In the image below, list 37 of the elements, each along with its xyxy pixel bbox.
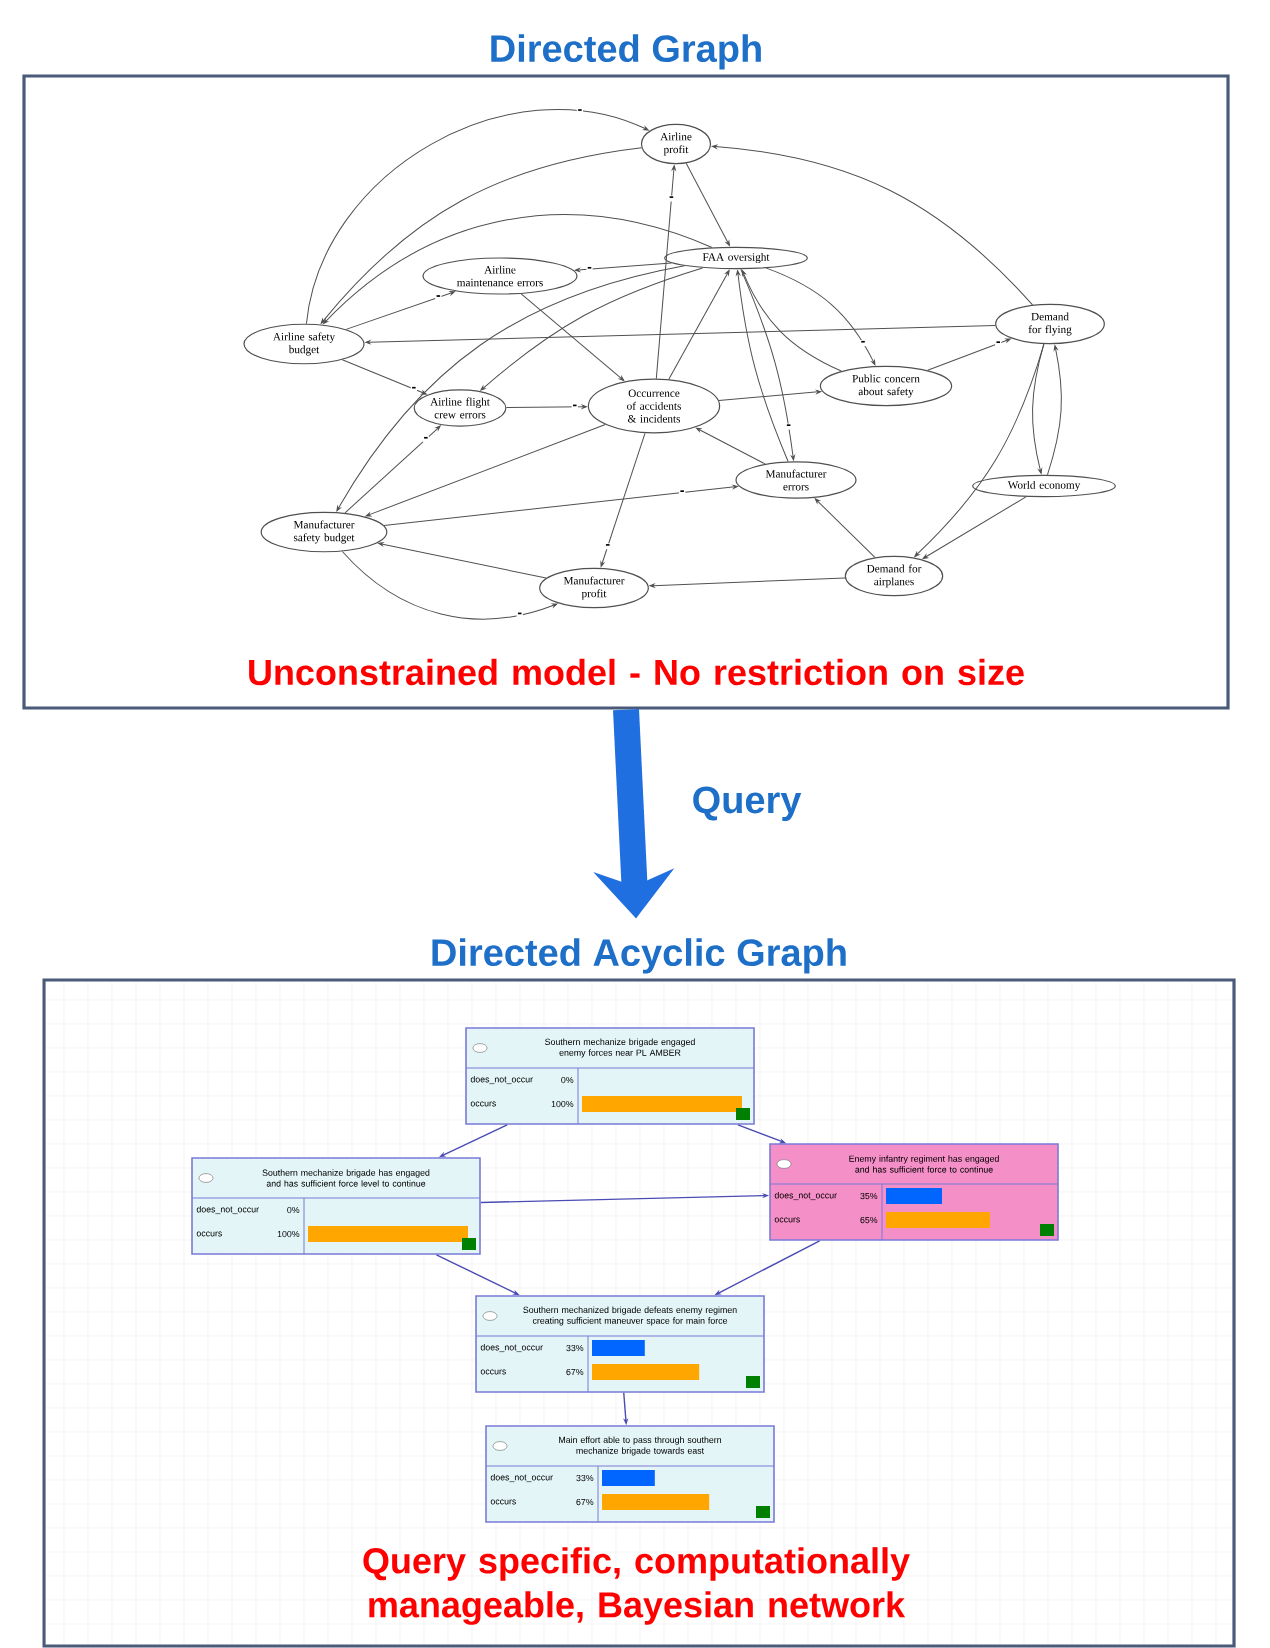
- edge-label: Query: [689, 784, 804, 823]
- arrow: [341, 550, 558, 620]
- arrow: [814, 498, 876, 558]
- arrow: [365, 424, 606, 517]
- arrow: [520, 293, 625, 381]
- arrow: [341, 359, 427, 395]
- arrow: [383, 484, 739, 526]
- arrow: [378, 542, 547, 579]
- arrow: [927, 338, 1011, 371]
- panel-title: Directed Graph: [491, 34, 761, 70]
- arrow: [914, 343, 1045, 557]
- panel-title: Directed Acyclic Graph: [432, 938, 846, 974]
- arrow: [480, 267, 704, 391]
- arrow: [574, 262, 672, 272]
- arrow: [1046, 345, 1062, 476]
- arrow: [365, 324, 996, 345]
- arrow: [323, 214, 713, 325]
- panel-caption: Unconstrained model - No restriction on size: [249, 658, 1024, 686]
- arrow: [600, 432, 646, 567]
- arrow: [765, 267, 876, 366]
- arrow: [718, 390, 822, 401]
- arrow: [668, 269, 730, 380]
- arrow: [655, 165, 676, 380]
- arrow: [685, 162, 730, 247]
- arrow: [305, 109, 649, 325]
- arrow: [695, 427, 766, 465]
- arrow: [922, 496, 1027, 560]
- arrow: [344, 425, 441, 514]
- panel-caption: Query specific, computationally manageable, Bayesian network: [363, 1547, 910, 1625]
- arrow: [1032, 343, 1045, 474]
- arrow: [649, 577, 846, 588]
- arrow: [336, 265, 685, 512]
- arrow: [505, 404, 587, 409]
- arrow: [345, 291, 455, 330]
- arrow: [711, 144, 1034, 306]
- arrow: [320, 147, 642, 324]
- arrow: [741, 270, 842, 372]
